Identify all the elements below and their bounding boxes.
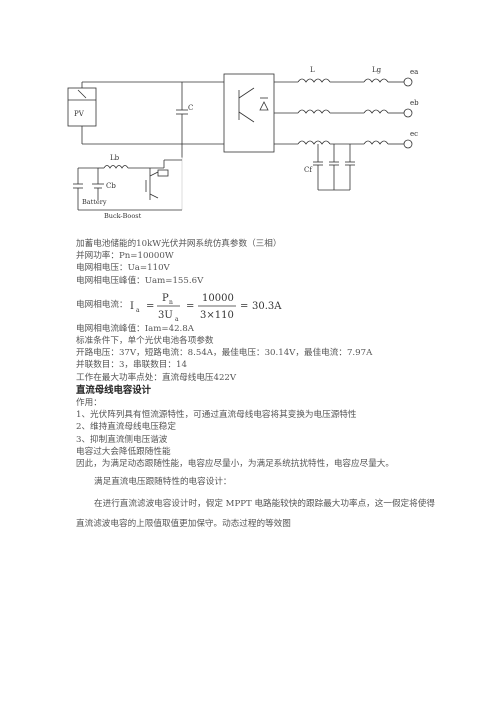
function-label: 作用：: [76, 398, 102, 409]
inductor-lg-label: Lg: [372, 66, 382, 74]
function-item-2: 2、维持直流母线电压稳定: [76, 422, 176, 433]
svg-text:=: =: [186, 301, 194, 312]
eq-lhs: I: [130, 301, 134, 312]
inverter-block: [223, 73, 275, 153]
section-heading: 直流母线电容设计: [76, 384, 152, 396]
param-voltage-peak: 电网相电压峰值：Uam=155.6V: [76, 275, 204, 286]
eq-lhs-sub: a: [136, 307, 140, 314]
svg-text:=: =: [240, 301, 248, 312]
pv-label: PV: [74, 110, 85, 118]
function-item-1: 1、光伏阵列具有恒流源特性，可通过直流母线电容将其变换为电压源特性: [76, 410, 357, 421]
param-current-peak: 电网相电流峰值：Iam=42.8A: [76, 323, 194, 334]
eq-num1: P: [162, 293, 169, 304]
pv-cell-specs: 开路电压：37V，短路电流：8.54A，最佳电压：30.14V，最佳电流：7.9…: [76, 348, 373, 359]
svg-text:=: =: [146, 301, 154, 312]
current-equation: 电网相电流： I a = P n 3U a = 10000 3×110 = 30…: [76, 287, 476, 323]
eq-den1-sub: a: [175, 316, 179, 323]
buck-boost-label: Buck-Boost: [104, 212, 142, 220]
grid-b-label: eb: [410, 99, 419, 107]
filter-cap-label: Cf: [304, 166, 313, 174]
design-paragraph: 在进行直流滤波电容设计时，假定 MPPT 电路能较快的跟踪最大功率点，这一假定将…: [76, 499, 435, 530]
design-subheading: 满足直流电压跟随特性的电容设计：: [94, 477, 232, 488]
eq-num2: 10000: [202, 293, 234, 304]
eq-den2: 3×110: [200, 310, 234, 321]
eq-den1: 3U: [158, 310, 173, 321]
inductor-l-label: L: [310, 66, 315, 74]
param-power: 并网功率：Pn=10000W: [76, 251, 174, 262]
param-title: 加蓄电池储能的10kW光伏并网系统仿真参数（三相）: [76, 239, 282, 249]
function-item-3: 3、抑制直流侧电压谐波: [76, 434, 168, 445]
bus-cap-label: C: [188, 104, 193, 112]
cap-tradeoff: 因此，为满足动态跟随性能，电容应尽量小，为满足系统抗扰特性，电容应尽量大。: [76, 459, 394, 470]
equation-label: 电网相电流：: [76, 299, 128, 310]
battery-label: Battery: [82, 198, 107, 206]
pv-cell-heading: 标准条件下，单个光伏电池各项参数: [76, 336, 214, 347]
eq-result: 30.3A: [252, 301, 282, 312]
eq-num1-sub: n: [169, 299, 173, 306]
pv-array-config: 并联数目：3，串联数目：14: [76, 360, 187, 371]
cap-note: 电容过大会降低跟随性能: [76, 446, 171, 457]
circuit-diagram: PV C L Lg ea eb ec Cf Lb Cb Battery Buck…: [67, 66, 419, 220]
grid-c-label: ec: [410, 130, 418, 138]
grid-a-label: ea: [410, 68, 418, 76]
cb-label: Cb: [106, 182, 116, 190]
document-body: 加蓄电池储能的10kW光伏并网系统仿真参数（三相） 并网功率：Pn=10000W…: [76, 238, 476, 534]
lb-label: Lb: [110, 154, 120, 162]
mpp-voltage: 工作在最大功率点处：直流母线电压422V: [76, 372, 237, 383]
param-voltage: 电网相电压：Ua=110V: [76, 263, 170, 274]
